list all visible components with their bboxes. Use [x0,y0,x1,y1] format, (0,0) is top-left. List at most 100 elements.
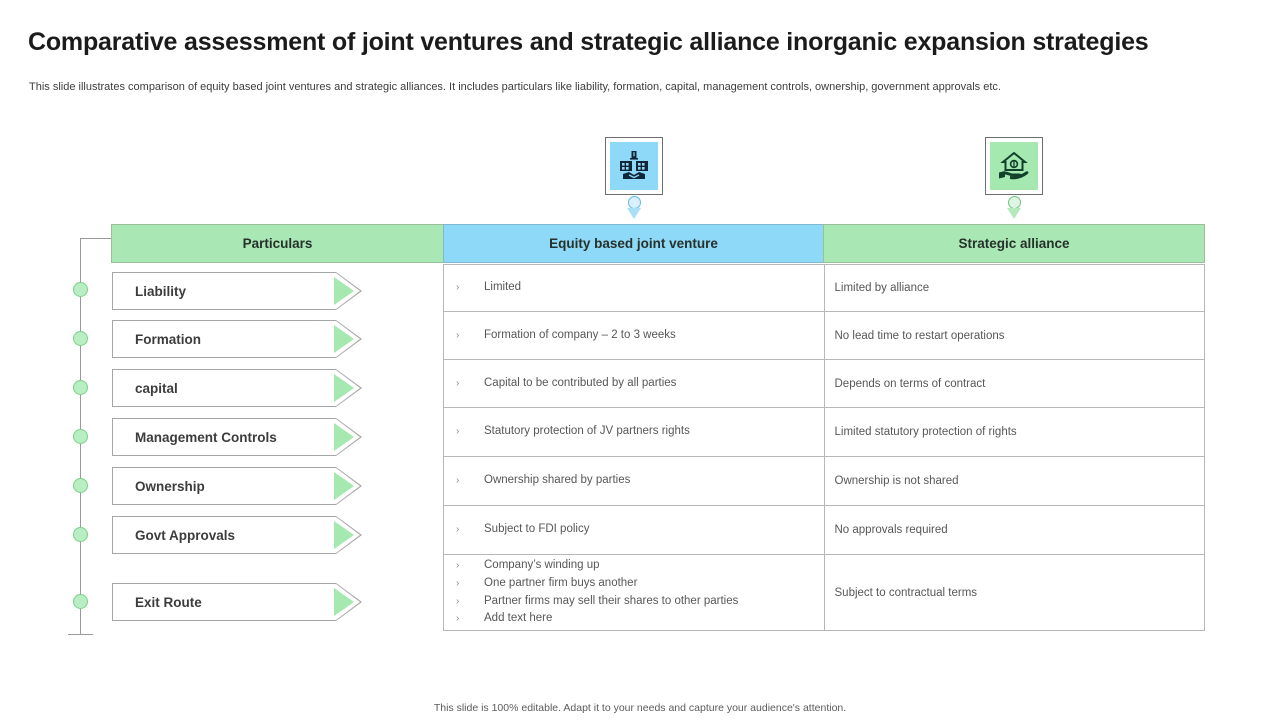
bullet-line: › Partner firms may sell their shares to … [456,593,814,611]
chevron-right-icon: › [456,329,460,341]
bullet-text: Limited [484,281,522,294]
particular-arrow-item[interactable]: Liability [112,272,384,310]
cell-strategic-alliance: Subject to contractual terms [825,555,1205,630]
table-row: › Company’s winding up › One partner firm b… [443,555,1205,631]
particular-label: Management Controls [112,418,336,456]
particular-arrow-item[interactable]: Management Controls [112,418,384,456]
jv-icon-badge [605,137,663,195]
particular-label: Formation [112,320,336,358]
chevron-right-icon: › [456,282,460,294]
arrow-head-fill-icon [334,521,354,549]
chevron-right-icon: › [456,559,460,571]
bullet-line: › Limited [456,279,814,297]
cell-strategic-alliance: No lead time to restart operations [825,312,1205,359]
arrow-head-fill-icon [334,423,354,451]
arrow-head-fill-icon [334,472,354,500]
particular-arrow-item[interactable]: Formation [112,320,384,358]
particular-label: Govt Approvals [112,516,336,554]
hand-holding-house-icon [990,142,1038,190]
bullet-line: › Add text here [456,610,814,628]
particular-arrow-item[interactable]: capital [112,369,384,407]
cell-strategic-alliance: No approvals required [825,506,1205,554]
cell-equity-based-joint-venture: › Formation of company – 2 to 3 weeks [444,312,825,359]
cell-equity-based-joint-venture: ›Ownership shared by parties [444,457,825,505]
bullet-text: Subject to FDI policy [484,523,590,536]
particular-arrow-item[interactable]: Govt Approvals [112,516,384,554]
particular-label: Ownership [112,467,336,505]
chevron-right-icon: › [456,595,460,607]
cell-text: Depends on terms of contract [834,377,986,390]
cell-strategic-alliance: Limited statutory protection of rights [825,408,1205,456]
rail-dot [73,429,88,444]
column-header-equity-based-joint-venture: Equity based joint venture [443,224,824,263]
arrow-head-fill-icon [334,325,354,353]
cell-text: No approvals required [834,524,948,536]
cell-text: No lead time to restart operations [834,329,1005,342]
bullet-line: › Company’s winding up [456,557,814,575]
particular-arrow-item[interactable]: Ownership [112,467,384,505]
rail-dot [73,331,88,346]
rail-dot [73,380,88,395]
chevron-right-icon: › [456,613,460,625]
bullet-line: › One partner firm buys another [456,575,814,593]
bullet-text: Ownership shared by parties [484,474,631,487]
arrow-head-fill-icon [334,374,354,402]
column-header-particulars: Particulars [111,224,444,263]
two-buildings-handshake-icon [610,142,658,190]
bullet-text: Add text here [484,612,553,625]
sa-icon-badge [985,137,1043,195]
bullet-text: Statutory protection of JV partners righ… [484,425,690,438]
chevron-right-icon: › [456,577,460,589]
bullet-line: › Formation of company – 2 to 3 weeks [456,327,814,345]
rail-top-connector [80,238,114,239]
rail-dot [73,527,88,542]
bullet-line: ›Ownership shared by parties [456,472,814,490]
table-row: › Capital to be contributed by all partie… [443,360,1205,408]
cell-strategic-alliance: Ownership is not shared [825,457,1205,505]
rail-foot-cap [68,634,93,635]
bullet-line: › Capital to be contributed by all partie… [456,375,814,393]
rail-dot [73,594,88,609]
bullet-line: ›Subject to FDI policy [456,521,814,539]
cell-text: Ownership is not shared [834,475,959,487]
table-row: ›Subject to FDI policy No approvals requi… [443,506,1205,555]
chevron-right-icon: › [456,377,460,389]
rail-dot [73,478,88,493]
bullet-text: One partner firm buys another [484,576,638,589]
rail-dot [73,282,88,297]
bullet-text: Company’s winding up [484,558,600,571]
cell-text: Limited statutory protection of rights [834,426,1017,438]
table-row: › Limited Limited by alliance [443,264,1205,312]
table-row: › Formation of company – 2 to 3 weeks No l… [443,312,1205,360]
cell-text: Limited by alliance [834,282,930,294]
sa-connector-arrow-icon [1007,208,1021,219]
chevron-right-icon: › [456,426,460,438]
particular-label: Exit Route [112,583,336,621]
table-row: ›Ownership shared by parties Ownership is… [443,457,1205,506]
page-subtitle: This slide illustrates comparison of equ… [29,81,1001,93]
table-body: › Limited Limited by alliance › Formation of… [443,264,1205,631]
cell-equity-based-joint-venture: › Company’s winding up › One partner firm b… [444,555,825,630]
jv-connector-arrow-icon [627,208,641,219]
particular-label: Liability [112,272,336,310]
particulars-timeline-rail [0,0,443,720]
particular-label: capital [112,369,336,407]
arrow-head-fill-icon [334,588,354,616]
bullet-text: Capital to be contributed by all parties [484,376,677,389]
cell-equity-based-joint-venture: › Capital to be contributed by all partie… [444,360,825,407]
column-header-strategic-alliance: Strategic alliance [823,224,1205,263]
cell-strategic-alliance: Limited by alliance [825,265,1205,311]
page-title: Comparative assessment of joint ventures… [28,28,1149,56]
cell-strategic-alliance: Depends on terms of contract [825,360,1205,407]
bullet-text: Formation of company – 2 to 3 weeks [484,328,676,341]
cell-equity-based-joint-venture: › Statutory protection of JV partners rig… [444,408,825,456]
table-row: › Statutory protection of JV partners rig… [443,408,1205,457]
jv-connector [623,196,645,219]
bullet-text: Partner firms may sell their shares to o… [484,594,739,607]
footer-note: This slide is 100% editable. Adapt it to… [433,702,847,714]
cell-equity-based-joint-venture: ›Subject to FDI policy [444,506,825,554]
sa-connector [1003,196,1025,219]
cell-equity-based-joint-venture: › Limited [444,265,825,311]
particular-arrow-item[interactable]: Exit Route [112,583,384,621]
arrow-head-fill-icon [334,277,354,305]
